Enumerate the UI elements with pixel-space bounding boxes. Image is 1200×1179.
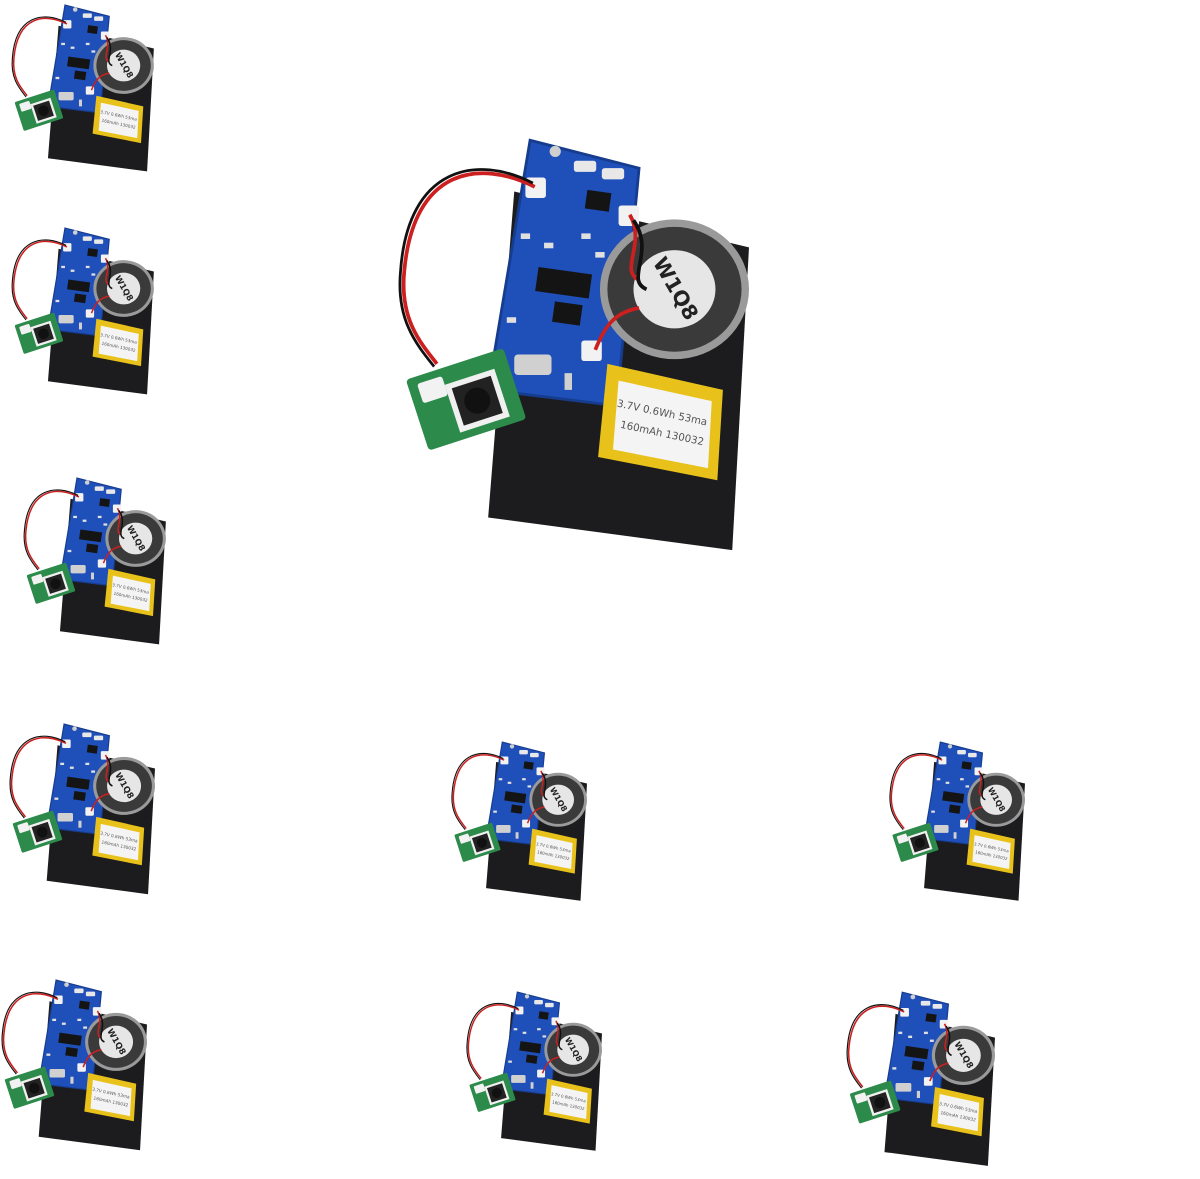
pcb-components [54, 726, 104, 828]
sound-module-thumb: W1Q8 3.7V 0.6Wh 53ma 160mAh 130032 [22, 477, 166, 652]
push-button[interactable] [37, 327, 50, 340]
button-board [892, 822, 939, 862]
speaker: W1Q8 [93, 37, 154, 94]
cable-red [12, 17, 68, 97]
battery: 3.7V 0.6Wh 53ma 160mAh 130032 [84, 1072, 137, 1122]
push-button[interactable] [873, 1096, 887, 1110]
sound-module-thumb: W1Q8 3.7V 0.6Wh 53ma 160mAh 130032 [888, 741, 1025, 908]
button-board [14, 312, 64, 354]
pcb-components [506, 145, 625, 390]
sound-module-thumb: W1Q8 3.7V 0.6Wh 53ma 160mAh 130032 [0, 979, 147, 1158]
battery: 3.7V 0.6Wh 53ma 160mAh 130032 [598, 363, 723, 481]
battery: 3.7V 0.6Wh 53ma 160mAh 130032 [92, 318, 144, 367]
sound-module: W1Q8 3.7V 0.6Wh 53ma 160mAh 130032 [23, 477, 166, 645]
cable-red [24, 490, 80, 570]
button-board [26, 562, 76, 604]
button-board [469, 1072, 516, 1112]
cable-red [401, 171, 536, 365]
cable-black [846, 1004, 904, 1089]
button-board [12, 810, 63, 853]
pcb-components [508, 994, 554, 1089]
speaker: W1Q8 [93, 756, 155, 815]
sound-module: W1Q8 3.7V 0.6Wh 53ma 160mAh 130032 [451, 741, 587, 901]
pcb-components [46, 982, 96, 1084]
push-button[interactable] [27, 1081, 41, 1095]
sound-module-thumb: W1Q8 3.7V 0.6Wh 53ma 160mAh 130032 [8, 723, 155, 902]
cable-red [847, 1005, 905, 1088]
cable-red [452, 754, 505, 830]
sound-module: W1Q8 3.7V 0.6Wh 53ma 160mAh 130032 [11, 227, 154, 395]
pcb-components [493, 744, 539, 839]
speaker: W1Q8 [599, 219, 749, 360]
speaker: W1Q8 [93, 260, 154, 317]
sound-module: W1Q8 3.7V 0.6Wh 53ma 160mAh 130032 [9, 723, 155, 895]
cable-black [451, 752, 504, 831]
sound-module-main: W1Q8 3.7V 0.6Wh 53ma 160mAh 130032 [395, 138, 749, 569]
pcb-components [67, 480, 116, 580]
push-button[interactable] [475, 837, 488, 850]
push-button[interactable] [913, 837, 926, 850]
sound-module: W1Q8 3.7V 0.6Wh 53ma 160mAh 130032 [889, 741, 1025, 901]
cable-black [889, 752, 942, 831]
battery: 3.7V 0.6Wh 53ma 160mAh 130032 [528, 828, 577, 874]
battery: 3.7V 0.6Wh 53ma 160mAh 130032 [543, 1078, 592, 1124]
sound-module: W1Q8 3.7V 0.6Wh 53ma 160mAh 130032 [466, 991, 602, 1151]
cable-red [12, 240, 68, 320]
battery: 3.7V 0.6Wh 53ma 160mAh 130032 [104, 568, 156, 617]
speaker: W1Q8 [544, 1022, 602, 1077]
button-board [406, 349, 526, 450]
cable-black [23, 489, 79, 571]
speaker: W1Q8 [931, 1025, 995, 1085]
sound-module-thumb: W1Q8 3.7V 0.6Wh 53ma 160mAh 130032 [845, 991, 995, 1174]
cable-black [1, 991, 58, 1075]
push-button[interactable] [35, 825, 49, 839]
sound-module: W1Q8 3.7V 0.6Wh 53ma 160mAh 130032 [398, 138, 749, 551]
cable-black [398, 168, 534, 368]
battery: 3.7V 0.6Wh 53ma 160mAh 130032 [92, 816, 145, 866]
sound-module: W1Q8 3.7V 0.6Wh 53ma 160mAh 130032 [1, 979, 147, 1151]
sound-module: W1Q8 3.7V 0.6Wh 53ma 160mAh 130032 [11, 4, 154, 172]
sound-module-thumb: W1Q8 3.7V 0.6Wh 53ma 160mAh 130032 [465, 991, 602, 1158]
battery: 3.7V 0.6Wh 53ma 160mAh 130032 [931, 1086, 984, 1137]
speaker: W1Q8 [967, 772, 1025, 827]
sound-module-thumb: W1Q8 3.7V 0.6Wh 53ma 160mAh 130032 [450, 741, 587, 908]
button-board [14, 89, 64, 131]
pcb-components [931, 744, 977, 839]
cable-red [2, 992, 59, 1074]
cable-black [11, 16, 67, 98]
button-board [454, 822, 501, 862]
sound-module-thumb: W1Q8 3.7V 0.6Wh 53ma 160mAh 130032 [10, 4, 154, 179]
pcb-components [55, 7, 104, 107]
push-button[interactable] [37, 104, 50, 117]
cable-red [890, 754, 943, 830]
speaker: W1Q8 [529, 772, 587, 827]
pcb-components [892, 994, 943, 1098]
battery-label-2: 160mAh 130032 [552, 1099, 586, 1111]
button-board [4, 1066, 55, 1109]
button-board [850, 1080, 901, 1124]
pcb-components [55, 230, 104, 330]
speaker: W1Q8 [85, 1012, 147, 1071]
speaker: W1Q8 [105, 510, 166, 567]
battery: 3.7V 0.6Wh 53ma 160mAh 130032 [92, 95, 144, 144]
push-button[interactable] [490, 1087, 503, 1100]
cable-black [11, 239, 67, 321]
sound-module-thumb: W1Q8 3.7V 0.6Wh 53ma 160mAh 130032 [10, 227, 154, 402]
battery-label-2: 160mAh 130032 [537, 849, 571, 861]
cable-red [467, 1004, 520, 1080]
cable-red [10, 736, 67, 818]
battery-label-2: 160mAh 130032 [975, 849, 1009, 861]
cable-black [466, 1002, 519, 1081]
push-button[interactable] [461, 384, 494, 417]
sound-module: W1Q8 3.7V 0.6Wh 53ma 160mAh 130032 [846, 991, 995, 1166]
push-button[interactable] [49, 577, 62, 590]
battery: 3.7V 0.6Wh 53ma 160mAh 130032 [966, 828, 1015, 874]
cable-black [9, 735, 66, 819]
